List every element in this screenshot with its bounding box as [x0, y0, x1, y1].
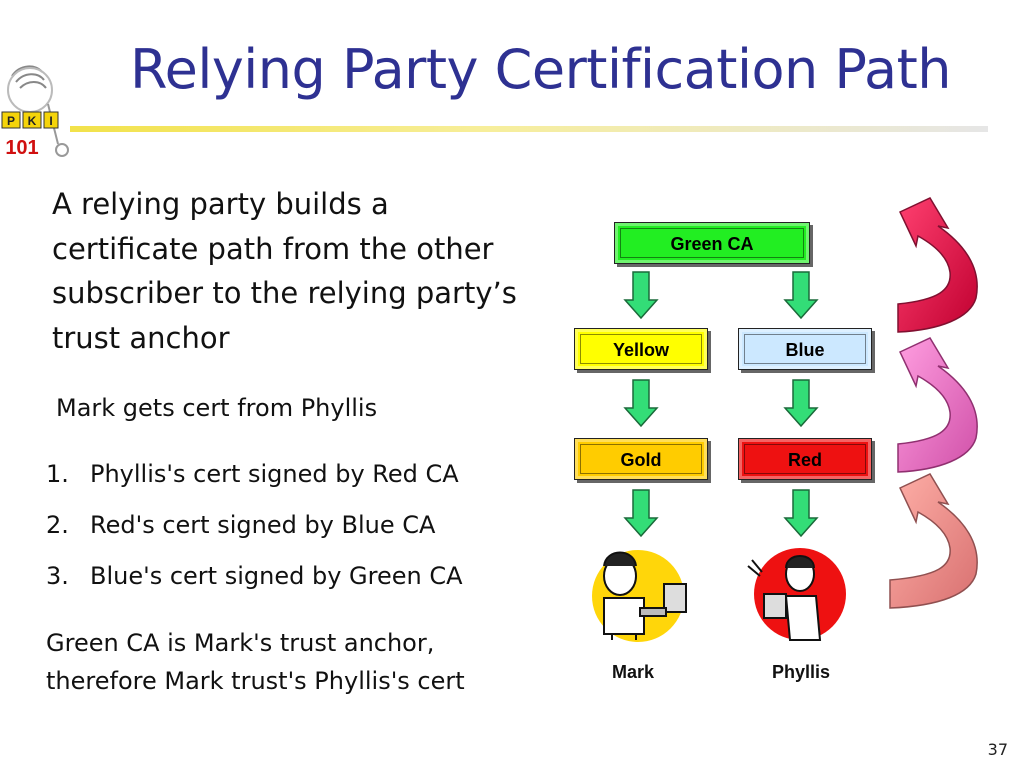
step-number: 2. [46, 511, 69, 539]
down-arrow-icon [623, 271, 659, 320]
person-at-computer-icon [603, 551, 687, 640]
step-text: Blue's cert signed by Green CA [90, 562, 463, 590]
page-number: 37 [987, 740, 1008, 759]
down-arrow-icon [783, 489, 819, 538]
red-ca-label: Red [787, 450, 822, 470]
svg-text:I: I [49, 114, 52, 128]
curved-arrow-2 [897, 337, 978, 473]
step-item-1: 1. Phyllis's cert signed by Red CA [46, 460, 459, 488]
svg-text:101: 101 [5, 137, 38, 159]
step-number: 1. [46, 460, 69, 488]
yellow-ca-label: Yellow [612, 340, 670, 360]
scenario-subheading: Mark gets cert from Phyllis [56, 394, 378, 422]
title-underline [70, 126, 988, 132]
green-ca-label: Green CA [670, 234, 754, 254]
yellow-ca-box: Yellow [574, 328, 708, 370]
down-arrow-icon [783, 379, 819, 428]
mark-label: Mark [612, 662, 655, 682]
curved-arrow-3 [889, 473, 978, 609]
down-arrow-icon [623, 489, 659, 538]
down-arrows [623, 271, 819, 538]
step-text: Phyllis's cert signed by Red CA [90, 460, 459, 488]
down-arrow-icon [783, 271, 819, 320]
step-item-3: 3. Blue's cert signed by Green CA [46, 562, 463, 590]
svg-text:P: P [7, 114, 15, 128]
conclusion-paragraph: Green CA is Mark's trust anchor, therefo… [46, 629, 465, 695]
person-on-phone-icon [747, 555, 822, 641]
svg-text:K: K [28, 114, 37, 128]
slide-title: Relying Party Certification Path [130, 38, 952, 101]
step-item-2: 2. Red's cert signed by Blue CA [46, 511, 435, 539]
mark-figure [592, 550, 687, 642]
down-arrow-icon [623, 379, 659, 428]
intro-paragraph: A relying party builds a certificate pat… [52, 187, 517, 355]
gold-ca-box: Gold [574, 438, 708, 480]
blue-ca-box: Blue [738, 328, 872, 370]
phyllis-figure [747, 548, 846, 641]
pki-101-logo: P K I 101 [1, 65, 69, 159]
pki-letters: P K I 101 [1, 111, 59, 159]
green-ca-box: Green CA [614, 222, 810, 264]
step-number: 3. [46, 562, 69, 590]
red-ca-box: Red [738, 438, 872, 480]
blue-ca-label: Blue [785, 340, 825, 360]
gold-ca-label: Gold [620, 450, 662, 470]
phyllis-label: Phyllis [772, 662, 831, 682]
curved-arrow-1 [897, 197, 978, 333]
step-text: Red's cert signed by Blue CA [90, 511, 436, 539]
